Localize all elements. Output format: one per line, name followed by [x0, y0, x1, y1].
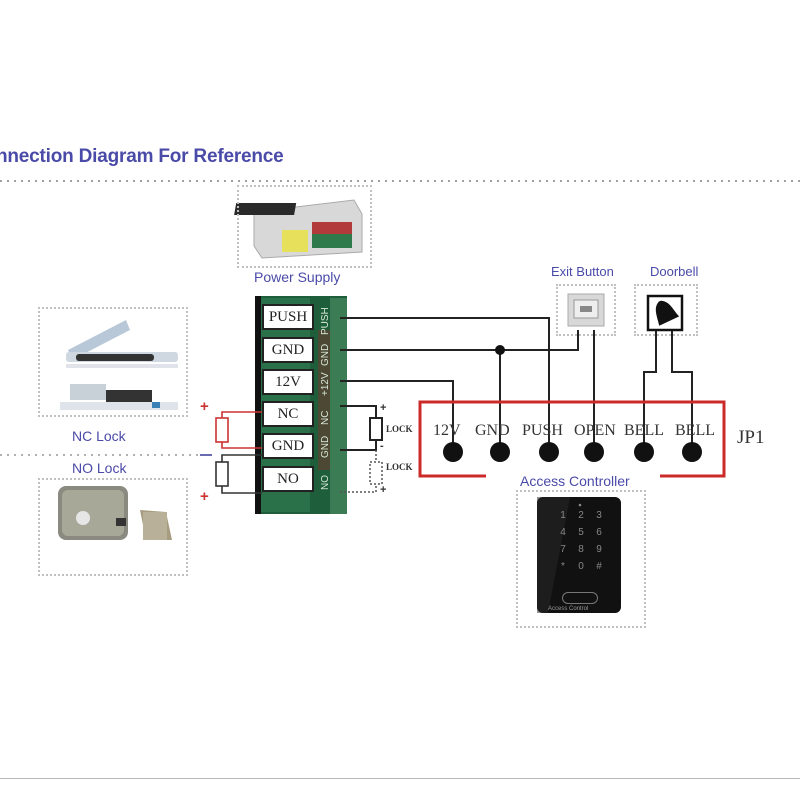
rfid-icon	[562, 592, 598, 604]
key-3: 3	[596, 510, 602, 521]
bottom-divider	[0, 778, 800, 779]
controller-terminal-bell-1: BELL	[624, 422, 664, 439]
key-1: 1	[560, 510, 566, 521]
controller-terminal-push: PUSH	[522, 422, 563, 439]
nc-plus-sign: +	[200, 398, 209, 415]
terminal-dot	[634, 442, 654, 462]
lock-symbol-no	[369, 461, 383, 485]
lock-minus-sign: -	[380, 440, 384, 452]
wires	[340, 317, 693, 452]
terminal-dot	[682, 442, 702, 462]
board-label-no: NO	[320, 475, 331, 490]
terminal-dot	[443, 442, 463, 462]
power-supply-label: Power Supply	[254, 269, 341, 285]
key-4: 4	[560, 527, 566, 538]
board-label-gnd: GND	[320, 343, 331, 366]
board-label-nc: NC	[320, 410, 331, 425]
wire-nc-minus	[221, 442, 262, 449]
controller-border	[418, 400, 726, 478]
wire-no-lock	[340, 484, 377, 493]
lock-symbol-nc	[369, 417, 383, 441]
wire-push	[340, 317, 550, 452]
no-lock-resistor	[215, 461, 229, 487]
wire-no-plus	[221, 486, 262, 494]
terminal-dot	[490, 442, 510, 462]
lock-label-nc: LOCK	[386, 424, 413, 434]
key-8: 8	[578, 544, 584, 555]
nc-lock-label: NC Lock	[72, 428, 126, 444]
controller-terminal-open: OPEN	[574, 422, 616, 439]
doorbell-frame	[634, 284, 698, 336]
key-5: 5	[578, 527, 584, 538]
wire-bell-2	[671, 330, 693, 452]
board-label-push: PUSH	[320, 307, 331, 335]
wire-gnd	[340, 330, 579, 351]
power-supply-frame	[237, 185, 372, 268]
wire-nc-lock	[340, 405, 377, 418]
lock-no-plus-sign: +	[380, 484, 387, 496]
keypad: 1 2 3 4 5 6 7 8 9 * 0 #	[554, 510, 606, 572]
exit-button-label: Exit Button	[551, 264, 614, 279]
wire-junction	[495, 345, 505, 355]
no-plus-sign: +	[200, 488, 209, 505]
no-lock-label: NO Lock	[72, 460, 127, 476]
terminal-push: PUSH	[262, 304, 314, 330]
lock-label-no: LOCK	[386, 462, 413, 472]
key-7: 7	[560, 544, 566, 555]
terminal-gnd: GND	[262, 337, 314, 363]
nc-lock-image	[60, 320, 178, 410]
exit-button-frame	[556, 284, 616, 336]
wire-nc-plus	[221, 411, 262, 418]
doorbell-label: Doorbell	[650, 264, 699, 279]
exit-button-image	[567, 293, 605, 327]
board-label-12v: +12V	[320, 372, 331, 396]
terminal-12v: 12V	[262, 369, 314, 395]
connector-name: JP1	[737, 427, 765, 448]
key-6: 6	[596, 527, 602, 538]
key-star: *	[561, 561, 565, 572]
wire-no-minus	[221, 454, 262, 462]
key-0: 0	[578, 561, 584, 572]
terminal-no: NO	[262, 466, 314, 492]
keypad-panel-text: Access Control	[548, 606, 589, 612]
wire-bell-1	[643, 330, 657, 452]
page-title: nnection Diagram For Reference	[0, 146, 284, 167]
keypad-image	[537, 497, 621, 613]
key-2: 2	[578, 510, 584, 521]
access-controller-frame	[516, 490, 646, 628]
terminal-dot	[584, 442, 604, 462]
access-controller-label: Access Controller	[520, 473, 630, 489]
terminal-nc: NC	[262, 401, 314, 427]
nc-lock-frame	[38, 307, 188, 417]
controller-terminal-bell-2: BELL	[675, 422, 715, 439]
key-hash: #	[596, 561, 602, 572]
terminal-dot	[539, 442, 559, 462]
no-lock-frame	[38, 478, 188, 576]
controller-terminals	[443, 442, 702, 462]
nc-lock-resistor	[215, 417, 229, 443]
lock-plus-sign: +	[380, 402, 387, 414]
power-supply-image	[234, 199, 363, 259]
doorbell-icon	[646, 294, 684, 332]
no-lock-image	[58, 486, 172, 540]
wire-12v	[340, 380, 454, 452]
controller-terminal-12v: 12V	[433, 422, 461, 439]
key-9: 9	[596, 544, 602, 555]
controller-terminal-gnd: GND	[475, 422, 510, 439]
board-label-gnd-2: GND	[320, 435, 331, 458]
terminal-gnd-2: GND	[262, 433, 314, 459]
